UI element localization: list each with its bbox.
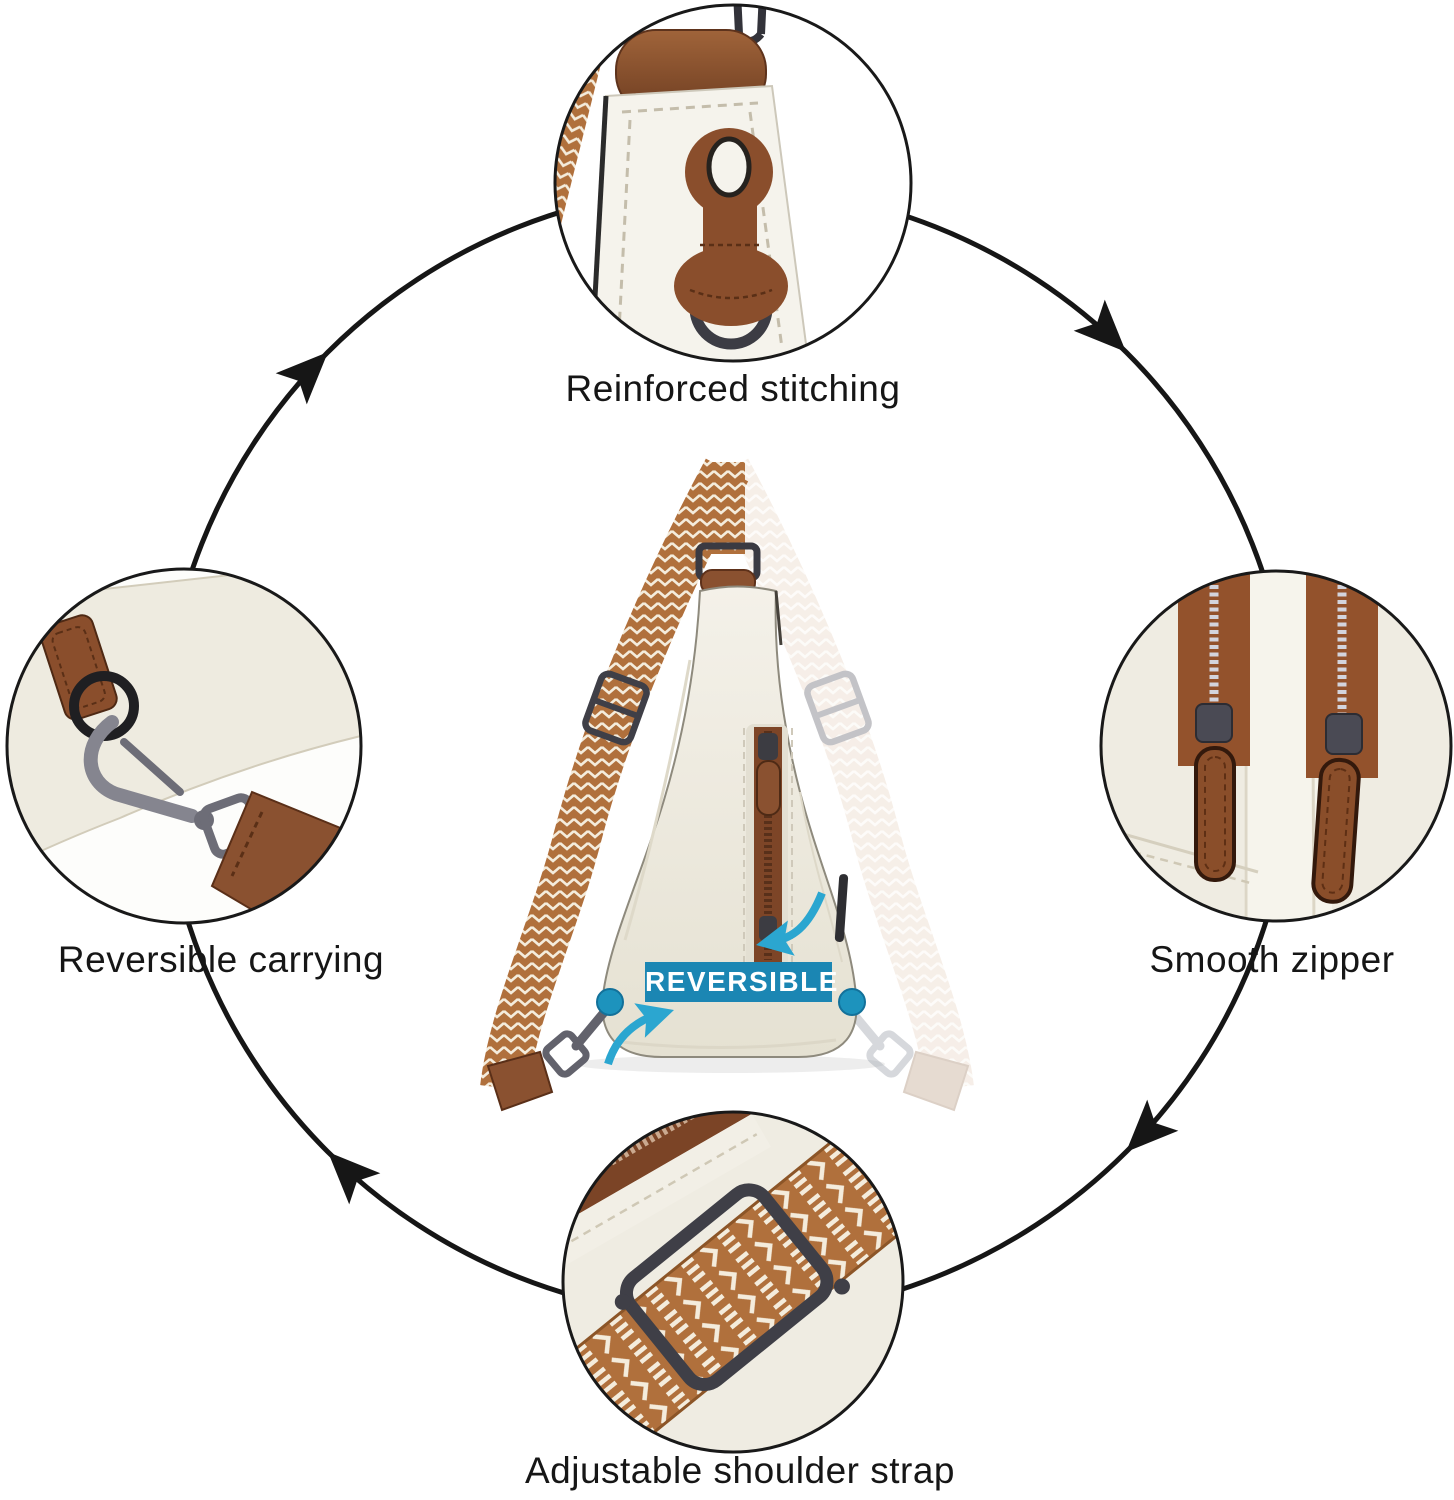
- callout-label-reversible-carrying: Reversible carrying: [57, 939, 385, 980]
- orbit-arrowhead-top-left: [275, 352, 328, 405]
- side-zipper-pull: [834, 874, 849, 942]
- callout-photo-smooth-zipper: [1099, 569, 1453, 923]
- bottom-clasp-left: [486, 1005, 611, 1112]
- zipper-slider-top: [758, 733, 778, 760]
- strap-adjuster-buckle-left: [582, 670, 650, 746]
- teal-arrowhead-to-zipper: [756, 920, 795, 956]
- zipper-pull-leather: [756, 760, 781, 816]
- slide-buckle: [619, 1183, 834, 1392]
- strap-glimpse: [555, 48, 603, 252]
- callout-label-smooth-zipper: Smooth zipper: [1149, 939, 1395, 980]
- leather-tab: [674, 246, 788, 326]
- zipper-pull-left: [1194, 746, 1236, 882]
- callout-label-adjustable-shoulder-strap: Adjustable shoulder strap: [524, 1450, 956, 1491]
- orbit-arrowhead-top-right: [1073, 299, 1126, 352]
- shoulder-strap-right-ghost: [705, 458, 974, 1112]
- callout-circle-left: [5, 567, 363, 925]
- zipper-pull-right: [1311, 757, 1361, 904]
- callout-circle-right: [1099, 569, 1453, 923]
- attachment-dot-left: [596, 988, 624, 1016]
- callout-circle-bottom: [561, 1110, 905, 1454]
- reversible-arrows: [604, 891, 826, 1066]
- snap-hook: [83, 715, 199, 823]
- attachment-dot-right: [838, 988, 866, 1016]
- bag-shadow: [575, 1055, 885, 1073]
- callout-circle-top: [553, 3, 913, 363]
- callout-label-reinforced-stitching: Reinforced stitching: [565, 368, 901, 409]
- zipper-slider-right: [1325, 713, 1363, 755]
- orbit-arrowhead-bottom-right: [1126, 1099, 1179, 1152]
- callout-photo-reinforced-stitching: [553, 3, 913, 363]
- leather-anchor-tab: [39, 614, 118, 721]
- reversible-badge: REVERSIBLE: [645, 962, 837, 1002]
- orbit-arrowhead-bottom-left: [328, 1152, 381, 1205]
- woven-strap: [563, 1112, 903, 1452]
- callout-photo-reversible-carrying: [5, 567, 363, 925]
- teal-arrowhead-to-bottom: [634, 1003, 674, 1038]
- callout-photo-adjustable-strap: [561, 1110, 905, 1454]
- front-zipper: [743, 724, 849, 968]
- bag-body: [601, 585, 858, 1058]
- zipper-slider-left: [1195, 703, 1233, 743]
- shoulder-strap-left: [480, 458, 749, 1092]
- sling-bag: [480, 458, 974, 1112]
